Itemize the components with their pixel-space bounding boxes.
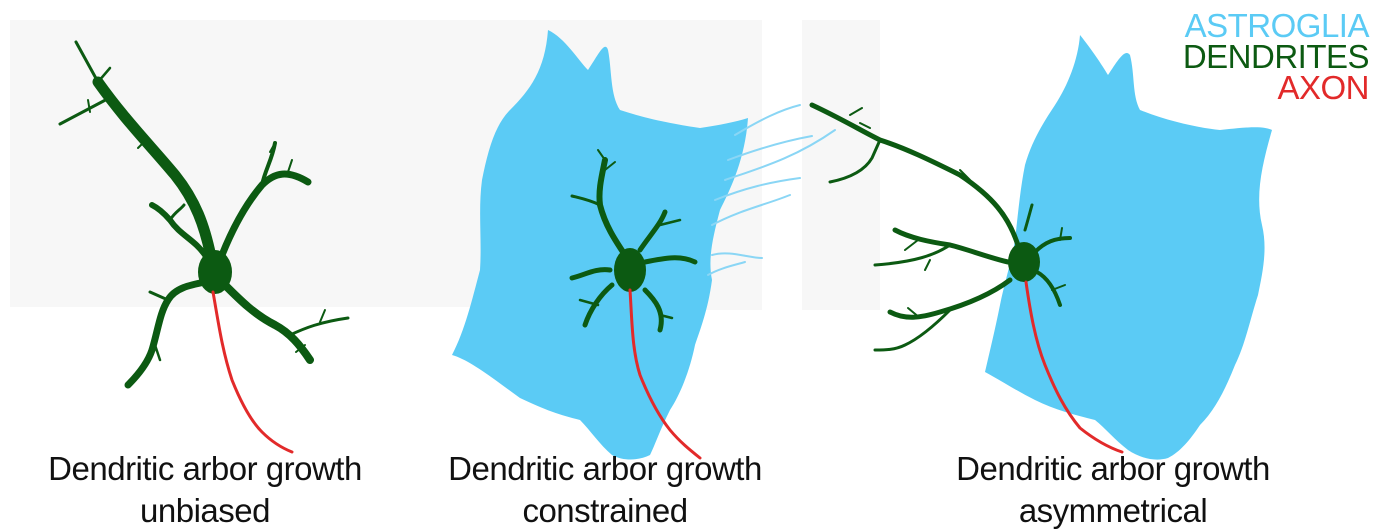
axon-unbiased [213, 292, 292, 452]
caption-unbiased-line1: Dendritic arbor growth [20, 448, 390, 490]
legend-dendrites: DENDRITES [1183, 41, 1369, 72]
soma-unbiased [198, 250, 232, 294]
soma-asymmetrical [1008, 242, 1040, 282]
caption-constrained-line2: constrained [420, 490, 790, 532]
caption-asymmetrical: Dendritic arbor growth asymmetrical [928, 448, 1298, 532]
caption-constrained: Dendritic arbor growth constrained [420, 448, 790, 532]
caption-unbiased: Dendritic arbor growth unbiased [20, 448, 390, 532]
legend-astroglia: ASTROGLIA [1183, 10, 1369, 41]
caption-asymmetrical-line1: Dendritic arbor growth [928, 448, 1298, 490]
caption-asymmetrical-line2: asymmetrical [928, 490, 1298, 532]
background-panel-left [10, 20, 500, 307]
caption-constrained-line1: Dendritic arbor growth [420, 448, 790, 490]
legend: ASTROGLIA DENDRITES AXON [1183, 10, 1369, 103]
soma-constrained [614, 248, 646, 292]
legend-axon: AXON [1183, 72, 1369, 103]
caption-unbiased-line2: unbiased [20, 490, 390, 532]
